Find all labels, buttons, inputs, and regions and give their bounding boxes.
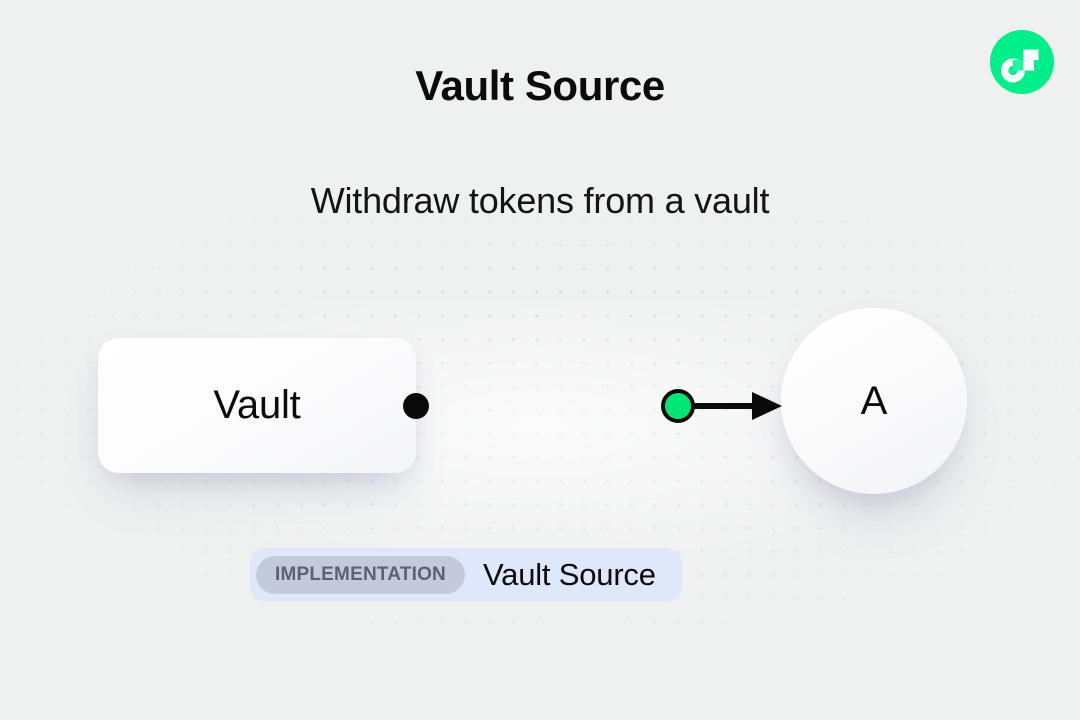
page-subtitle: Withdraw tokens from a vault [310,180,770,221]
diagram-node-vault-label: Vault [213,383,301,427]
diagram-node-vault[interactable]: Vault [98,338,416,473]
edge-source-handle[interactable] [403,393,429,419]
diagram-node-a-label: A [860,378,888,423]
implementation-name-label: Vault Source [482,557,656,592]
diagram-node-a[interactable]: A [781,308,967,494]
implementation-badge[interactable]: IMPLEMENTATION Vault Source [250,548,682,602]
edge-midpoint-dot[interactable] [661,389,695,423]
flow-logo-icon [990,30,1054,94]
page-title: Vault Source [415,62,665,109]
edge-arrowhead-icon [752,392,782,420]
implementation-tag: IMPLEMENTATION [256,556,465,594]
